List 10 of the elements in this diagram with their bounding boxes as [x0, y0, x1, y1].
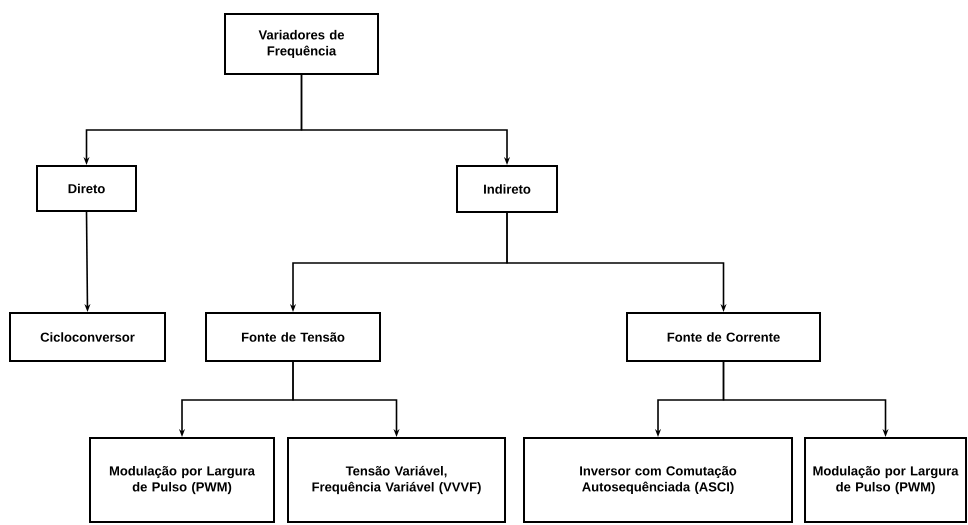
category-box: Fonte de Corrente [626, 312, 821, 362]
category-box: Fonte de Tensão [205, 312, 381, 362]
category-box: Modulação por Largura de Pulso (PWM) [89, 437, 275, 523]
category-box: Cicloconversor [9, 312, 166, 362]
category-box: Inversor com Comutação Autosequênciada (ASCI) [523, 437, 793, 523]
category-box: Indireto [456, 165, 558, 213]
category-box: Tensão Variável, Frequência Variável (VVVF) [287, 437, 506, 523]
category-box: Direto [36, 165, 137, 212]
category-box: Modulação por Largura de Pulso (PWM) [804, 437, 967, 523]
category-box: Variadores de Frequência [224, 13, 379, 75]
